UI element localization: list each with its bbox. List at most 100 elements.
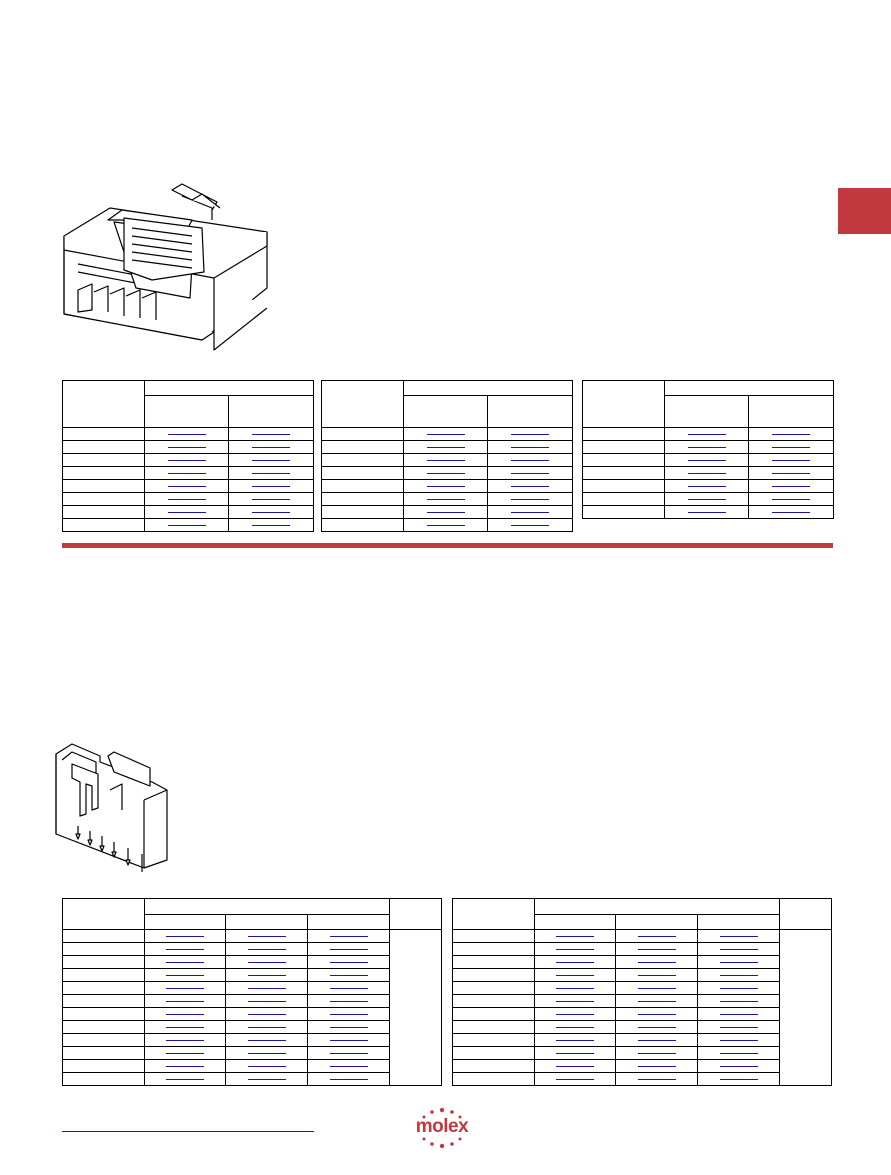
- part-number-link[interactable]: [306, 1046, 391, 1060]
- part-number-link[interactable]: [228, 466, 314, 480]
- part-number-link[interactable]: [748, 453, 834, 467]
- part-number-link[interactable]: [615, 955, 698, 969]
- part-number-link[interactable]: [403, 453, 488, 467]
- part-number-link[interactable]: [696, 968, 781, 982]
- part-number-link[interactable]: [534, 942, 616, 956]
- part-number-link[interactable]: [696, 1046, 781, 1060]
- part-number-link[interactable]: [615, 1059, 698, 1073]
- part-number-link[interactable]: [403, 427, 488, 441]
- part-number-link[interactable]: [306, 942, 391, 956]
- part-number-link[interactable]: [534, 968, 616, 982]
- part-number-link[interactable]: [144, 968, 226, 982]
- part-number-link[interactable]: [487, 440, 573, 454]
- part-number-link[interactable]: [534, 1033, 616, 1047]
- part-number-link[interactable]: [306, 994, 391, 1008]
- part-number-link[interactable]: [748, 440, 834, 454]
- part-number-link[interactable]: [664, 453, 749, 467]
- part-number-link[interactable]: [534, 981, 616, 995]
- part-number-link[interactable]: [534, 929, 616, 943]
- part-number-link[interactable]: [615, 1046, 698, 1060]
- part-number-link[interactable]: [696, 1072, 781, 1086]
- part-number-link[interactable]: [144, 955, 226, 969]
- part-number-link[interactable]: [144, 1033, 226, 1047]
- part-number-link[interactable]: [306, 981, 391, 995]
- part-number-link[interactable]: [534, 1059, 616, 1073]
- part-number-link[interactable]: [615, 981, 698, 995]
- part-number-link[interactable]: [487, 479, 573, 493]
- part-number-link[interactable]: [225, 1046, 308, 1060]
- part-number-link[interactable]: [664, 479, 749, 493]
- part-number-link[interactable]: [144, 440, 229, 454]
- part-number-link[interactable]: [225, 1072, 308, 1086]
- part-number-link[interactable]: [225, 942, 308, 956]
- part-number-link[interactable]: [534, 1007, 616, 1021]
- part-number-link[interactable]: [403, 518, 488, 532]
- part-number-link[interactable]: [748, 492, 834, 506]
- part-number-link[interactable]: [228, 492, 314, 506]
- part-number-link[interactable]: [144, 466, 229, 480]
- part-number-link[interactable]: [225, 1007, 308, 1021]
- part-number-link[interactable]: [487, 492, 573, 506]
- part-number-link[interactable]: [748, 505, 834, 519]
- part-number-link[interactable]: [144, 929, 226, 943]
- part-number-link[interactable]: [225, 1020, 308, 1034]
- part-number-link[interactable]: [403, 479, 488, 493]
- part-number-link[interactable]: [615, 1007, 698, 1021]
- part-number-link[interactable]: [664, 440, 749, 454]
- part-number-link[interactable]: [696, 1020, 781, 1034]
- part-number-link[interactable]: [144, 1059, 226, 1073]
- part-number-link[interactable]: [225, 929, 308, 943]
- part-number-link[interactable]: [615, 1033, 698, 1047]
- part-number-link[interactable]: [696, 1033, 781, 1047]
- part-number-link[interactable]: [748, 479, 834, 493]
- part-number-link[interactable]: [696, 981, 781, 995]
- part-number-link[interactable]: [487, 518, 573, 532]
- part-number-link[interactable]: [144, 518, 229, 532]
- part-number-link[interactable]: [615, 942, 698, 956]
- part-number-link[interactable]: [228, 453, 314, 467]
- part-number-link[interactable]: [487, 466, 573, 480]
- part-number-link[interactable]: [228, 518, 314, 532]
- part-number-link[interactable]: [615, 1072, 698, 1086]
- part-number-link[interactable]: [664, 505, 749, 519]
- part-number-link[interactable]: [228, 479, 314, 493]
- part-number-link[interactable]: [225, 968, 308, 982]
- part-number-link[interactable]: [487, 505, 573, 519]
- part-number-link[interactable]: [144, 453, 229, 467]
- part-number-link[interactable]: [144, 1020, 226, 1034]
- part-number-link[interactable]: [306, 1020, 391, 1034]
- footer-link[interactable]: [62, 1131, 314, 1132]
- part-number-link[interactable]: [748, 466, 834, 480]
- part-number-link[interactable]: [403, 466, 488, 480]
- part-number-link[interactable]: [306, 955, 391, 969]
- part-number-link[interactable]: [696, 994, 781, 1008]
- part-number-link[interactable]: [696, 1007, 781, 1021]
- part-number-link[interactable]: [306, 1033, 391, 1047]
- part-number-link[interactable]: [225, 994, 308, 1008]
- part-number-link[interactable]: [664, 492, 749, 506]
- part-number-link[interactable]: [403, 440, 488, 454]
- part-number-link[interactable]: [144, 1007, 226, 1021]
- part-number-link[interactable]: [403, 505, 488, 519]
- part-number-link[interactable]: [534, 1046, 616, 1060]
- part-number-link[interactable]: [487, 453, 573, 467]
- part-number-link[interactable]: [534, 1072, 616, 1086]
- part-number-link[interactable]: [696, 942, 781, 956]
- part-number-link[interactable]: [225, 1033, 308, 1047]
- part-number-link[interactable]: [615, 994, 698, 1008]
- part-number-link[interactable]: [144, 427, 229, 441]
- part-number-link[interactable]: [534, 1020, 616, 1034]
- part-number-link[interactable]: [306, 1059, 391, 1073]
- part-number-link[interactable]: [534, 955, 616, 969]
- part-number-link[interactable]: [403, 492, 488, 506]
- part-number-link[interactable]: [306, 968, 391, 982]
- part-number-link[interactable]: [144, 505, 229, 519]
- part-number-link[interactable]: [225, 981, 308, 995]
- part-number-link[interactable]: [534, 994, 616, 1008]
- part-number-link[interactable]: [615, 929, 698, 943]
- part-number-link[interactable]: [615, 1020, 698, 1034]
- part-number-link[interactable]: [144, 1046, 226, 1060]
- part-number-link[interactable]: [664, 466, 749, 480]
- part-number-link[interactable]: [144, 1072, 226, 1086]
- part-number-link[interactable]: [615, 968, 698, 982]
